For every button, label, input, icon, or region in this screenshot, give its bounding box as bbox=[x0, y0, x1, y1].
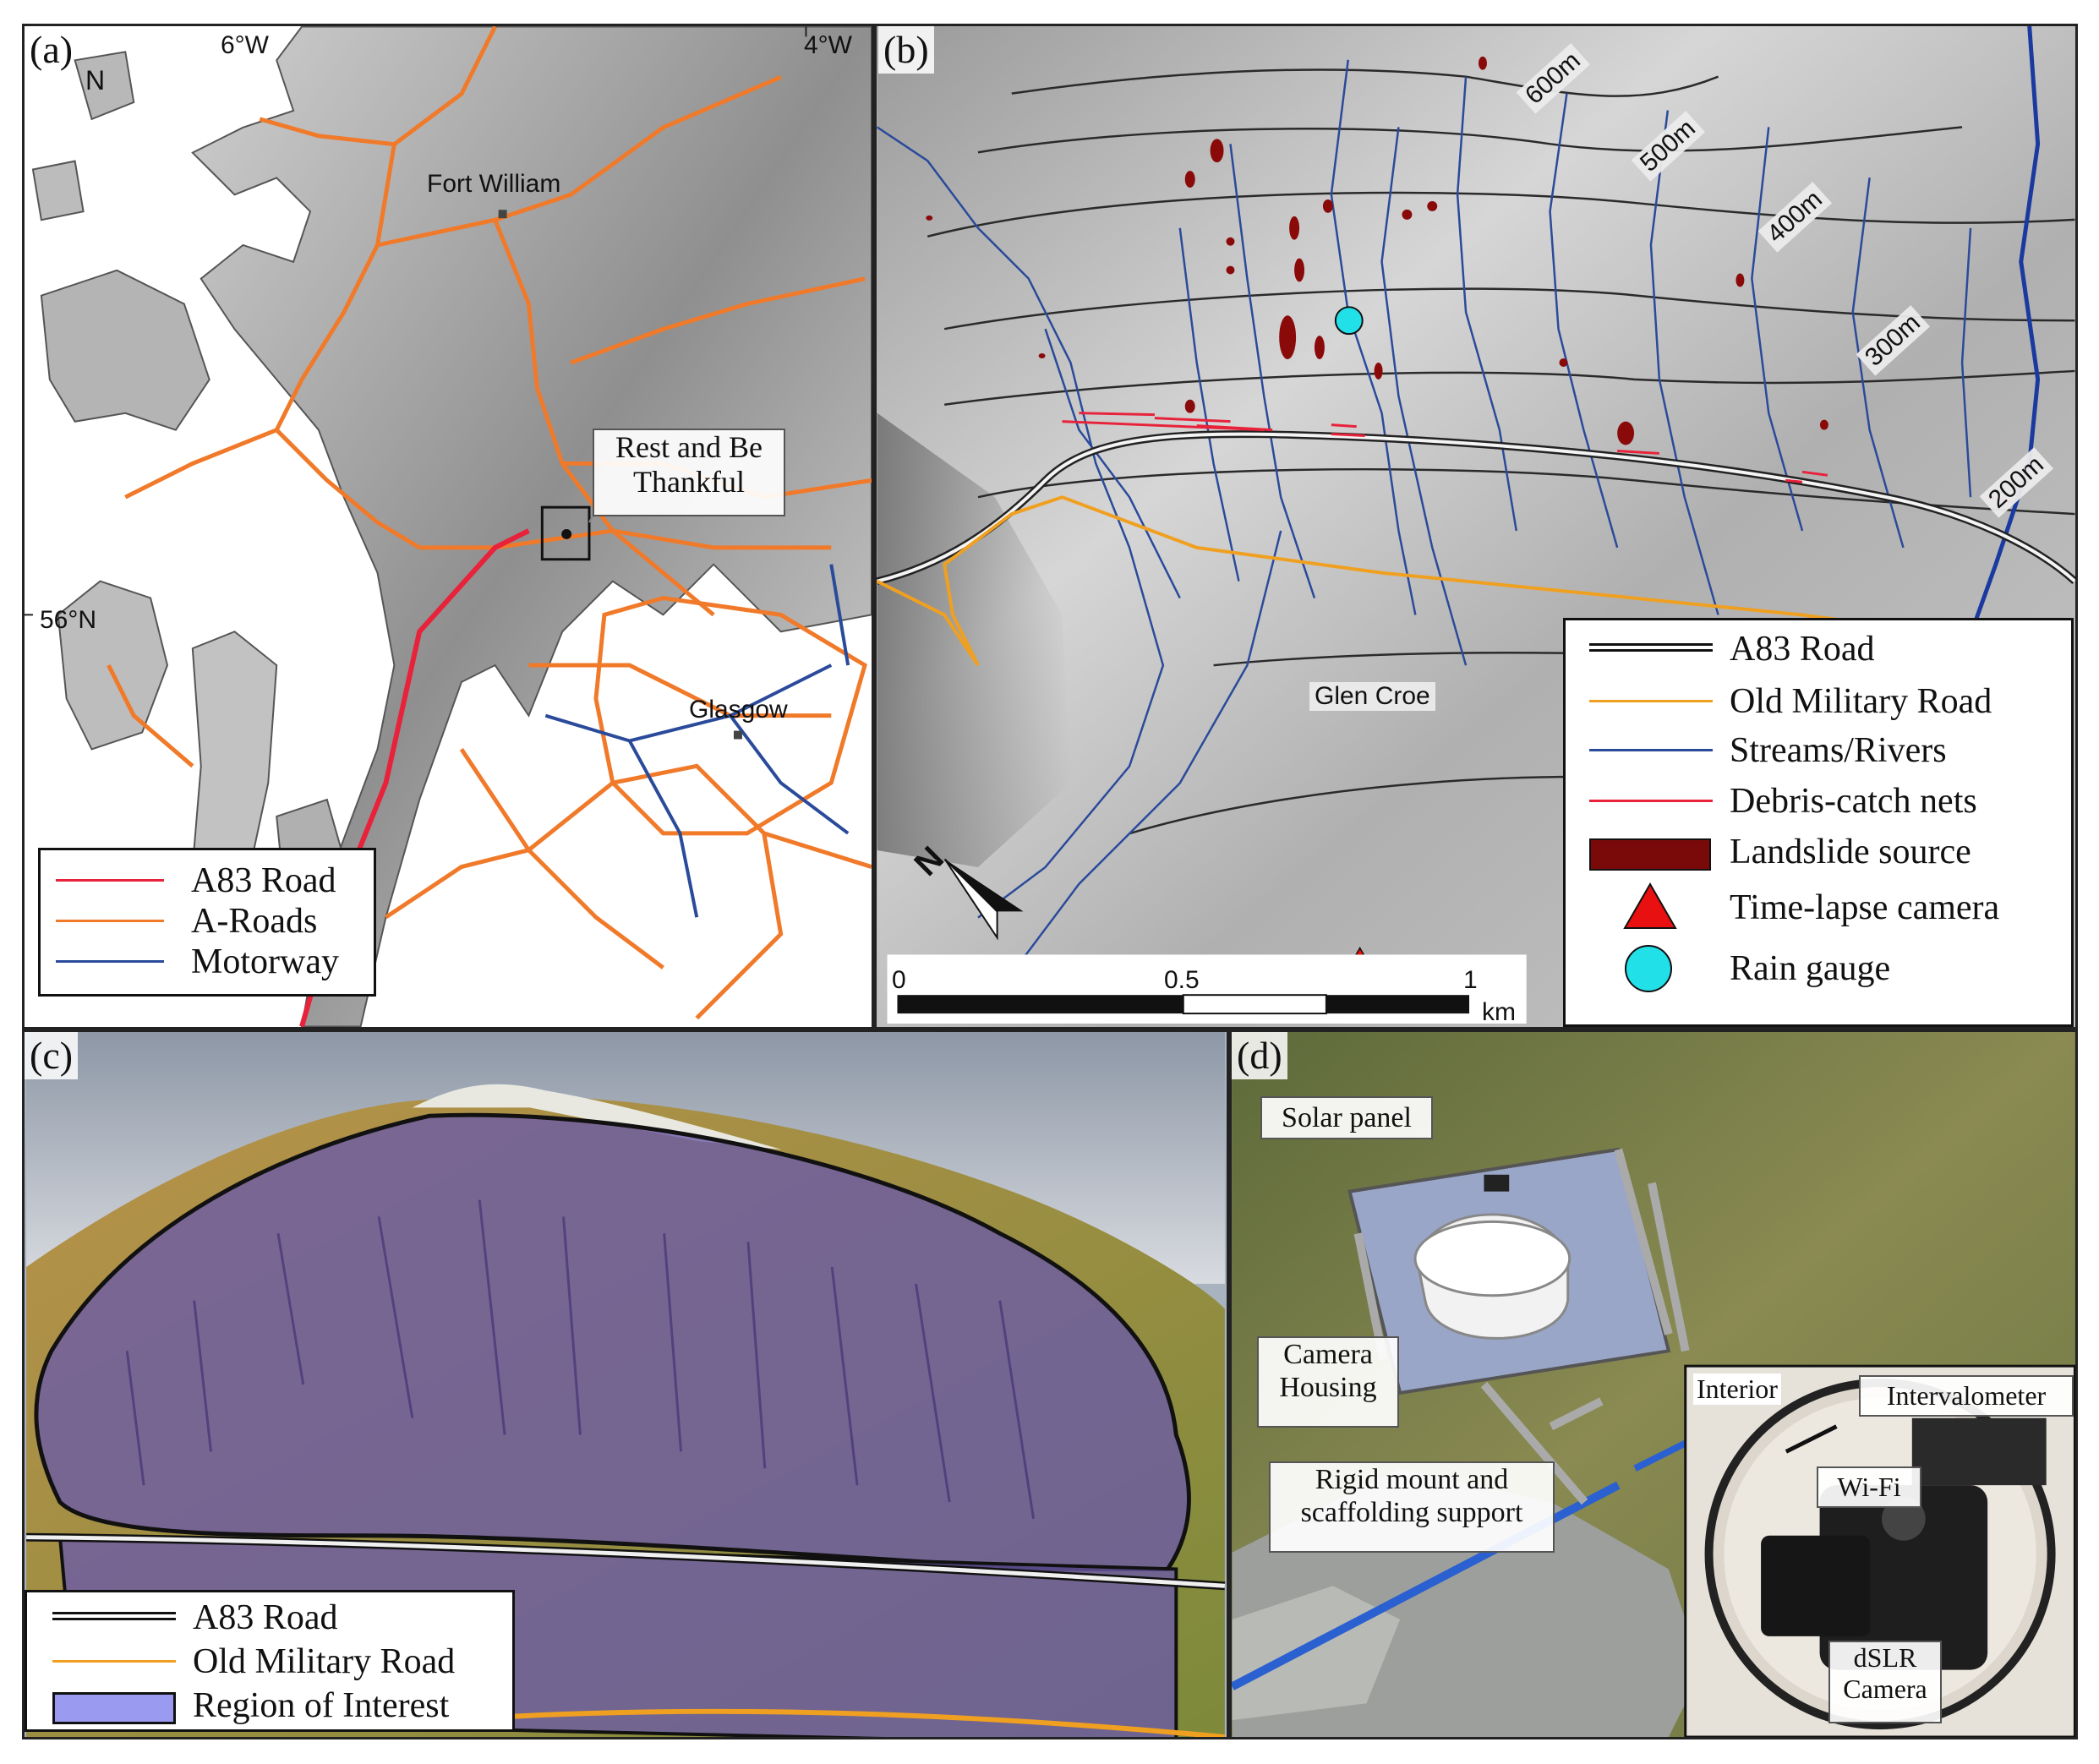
legend-row: Rain gauge bbox=[1566, 945, 2071, 992]
panel-a-regional-map: (a) N 6°W 4°W 56°N Fort William Glasgow … bbox=[22, 24, 874, 1029]
place-glen-croe: Glen Croe bbox=[1309, 682, 1435, 711]
hillside-photo-graphic bbox=[26, 1032, 1226, 1737]
mull-island bbox=[40, 269, 210, 431]
old-military-road bbox=[877, 495, 1929, 667]
panel-b-legend: A83 Road Old Military Road Streams/River… bbox=[1563, 618, 2074, 1027]
legend-label: Old Military Road bbox=[1730, 682, 1992, 721]
interior-label: Interior bbox=[1693, 1374, 1781, 1405]
dslr-line-1: dSLR bbox=[1853, 1642, 1917, 1673]
wifi-callout: Wi-Fi bbox=[1817, 1466, 1921, 1508]
small-isle-2 bbox=[31, 160, 85, 221]
legend-row: Landslide source bbox=[1566, 832, 2071, 874]
rigid-mount-callout: Rigid mount and scaffolding support bbox=[1269, 1461, 1555, 1553]
a-roads-swatch bbox=[56, 920, 164, 922]
rain-gauge-marker bbox=[1334, 306, 1364, 336]
rigid-mount-line-1: Rigid mount and bbox=[1315, 1464, 1509, 1495]
legend-label: A-Roads bbox=[191, 902, 318, 941]
gullies bbox=[125, 1199, 1036, 1520]
streams bbox=[877, 59, 1972, 986]
rest-and-be-thankful-callout: Rest and Be Thankful bbox=[593, 429, 785, 516]
panel-c-legend: A83 Road Old Military Road Region of Int… bbox=[25, 1590, 515, 1732]
legend-row: Streams/Rivers bbox=[1566, 730, 2071, 773]
callout-line-1: Rest and Be bbox=[615, 430, 763, 464]
camera-housing-line-2: Housing bbox=[1279, 1372, 1377, 1404]
a-roads bbox=[107, 26, 872, 1020]
debris-nets-swatch bbox=[1589, 800, 1713, 802]
streams-swatch bbox=[1589, 749, 1713, 751]
legend-row: Debris-catch nets bbox=[1566, 781, 2071, 823]
legend-label: Rain gauge bbox=[1730, 949, 1891, 988]
motorway-swatch bbox=[56, 960, 164, 963]
small-isle bbox=[74, 51, 135, 121]
panel-a-label: (a) bbox=[30, 28, 74, 71]
dslr-camera-callout: dSLR Camera bbox=[1828, 1641, 1942, 1723]
legend-row: A83 Road bbox=[1566, 629, 2071, 671]
intervalometer-callout: Intervalometer bbox=[1859, 1375, 2074, 1417]
legend-row: Time-lapse camera bbox=[1566, 882, 2071, 930]
north-arrow-icon bbox=[943, 858, 1024, 941]
a83-swatch bbox=[56, 879, 164, 882]
place-fort-william: Fort William bbox=[427, 170, 561, 198]
panel-b-site-map: (b) 600m 500m 400m 300m 200m Glen Croe N… bbox=[874, 24, 2078, 1029]
callout-line-2: Thankful bbox=[633, 465, 745, 500]
old-military-road-photo bbox=[445, 1708, 1226, 1737]
legend-label: Time-lapse camera bbox=[1730, 888, 2000, 927]
landslide-swatch bbox=[1589, 838, 1711, 871]
panel-a-legend: A83 Road A-Roads Motorway bbox=[38, 848, 376, 997]
north-label: N bbox=[85, 65, 106, 96]
legend-label: Streams/Rivers bbox=[1730, 731, 1947, 770]
old-military-road-swatch bbox=[1589, 700, 1713, 702]
place-glasgow: Glasgow bbox=[689, 696, 788, 724]
legend-label: Debris-catch nets bbox=[1730, 782, 1977, 821]
legend-row: A83 Road bbox=[41, 860, 374, 903]
legend-row: A83 Road bbox=[27, 1597, 512, 1640]
camera-housing-callout: Camera Housing bbox=[1257, 1336, 1399, 1428]
motorways bbox=[544, 564, 850, 918]
old-military-road-swatch bbox=[52, 1660, 176, 1663]
legend-label: Region of Interest bbox=[193, 1686, 450, 1725]
study-area-box bbox=[540, 505, 591, 561]
rain-gauge-circle-icon bbox=[1625, 945, 1672, 992]
lon-label-6w: 6°W bbox=[221, 31, 269, 59]
panel-c-hillside-photo: (c) A83 Road Old Military Road Region of… bbox=[22, 1029, 1229, 1739]
lon-label-4w: 4°W bbox=[804, 31, 852, 59]
scale-unit: km bbox=[1482, 998, 1516, 1026]
panel-d-camera-photo: (d) Solar panel Camera Housing Rigid mou… bbox=[1229, 1029, 2078, 1739]
legend-label: Old Military Road bbox=[193, 1642, 456, 1681]
panel-b-label: (b) bbox=[878, 26, 934, 74]
legend-label: A83 Road bbox=[191, 861, 336, 900]
legend-row: Old Military Road bbox=[1566, 681, 2071, 724]
solar-panel-callout: Solar panel bbox=[1260, 1096, 1433, 1140]
legend-row: A-Roads bbox=[41, 901, 374, 943]
camera-triangle-icon bbox=[1623, 882, 1677, 929]
legend-row: Motorway bbox=[41, 942, 374, 984]
legend-label: A83 Road bbox=[1730, 630, 1875, 669]
islay-jura bbox=[57, 580, 169, 751]
region-of-interest bbox=[34, 1112, 1191, 1571]
region-of-interest-swatch bbox=[52, 1692, 176, 1724]
a83-double-line-swatch bbox=[52, 1612, 176, 1620]
legend-label: A83 Road bbox=[193, 1598, 338, 1637]
panel-d-label: (d) bbox=[1232, 1032, 1287, 1079]
scale-label-0: 0 bbox=[892, 966, 906, 994]
legend-row: Region of Interest bbox=[27, 1685, 512, 1728]
legend-label: Landslide source bbox=[1730, 833, 1971, 871]
legend-label: Motorway bbox=[191, 942, 339, 981]
panel-c-label: (c) bbox=[25, 1032, 79, 1079]
legend-row: Old Military Road bbox=[27, 1641, 512, 1684]
camera-housing-line-1: Camera bbox=[1283, 1339, 1373, 1370]
dslr-line-2: Camera bbox=[1843, 1673, 1927, 1704]
scale-label-1: 1 bbox=[1463, 966, 1478, 994]
scale-label-05: 0.5 bbox=[1164, 966, 1200, 994]
lat-label-56n: 56°N bbox=[40, 606, 97, 634]
a83-double-line-swatch bbox=[1589, 643, 1713, 652]
rigid-mount-line-2: scaffolding support bbox=[1300, 1497, 1523, 1529]
